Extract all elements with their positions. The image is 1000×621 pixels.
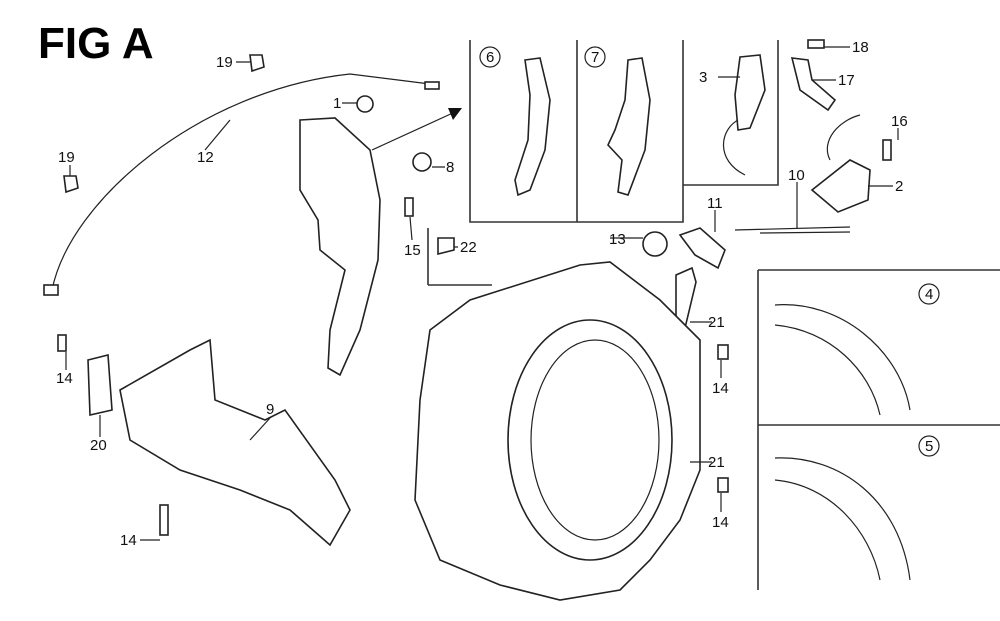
bolt-16: [882, 139, 892, 161]
callout-4: 4: [925, 286, 933, 303]
grommet-1: [356, 95, 374, 113]
callout-18: 18: [852, 39, 869, 56]
callout-15: 15: [404, 242, 421, 259]
callout-19: 19: [58, 149, 75, 166]
bolt-14: [717, 344, 729, 360]
cable-terminal: [43, 284, 59, 296]
callout-16: 16: [891, 113, 908, 130]
callout-7: 7: [591, 49, 599, 66]
detail-5-view: [774, 457, 911, 581]
fan-shroud: [414, 261, 701, 601]
callout-17: 17: [838, 72, 855, 89]
bolt-14: [717, 477, 729, 493]
callout-21: 21: [708, 314, 725, 331]
callout-1: 1: [333, 95, 341, 112]
callout-22: 22: [460, 239, 477, 256]
module-2: [810, 159, 871, 213]
callout-5: 5: [925, 438, 933, 455]
callout-labels: 19 1 12 19 8 15 22 6 7 3 18 17 16 2 10 1…: [56, 39, 933, 549]
callout-14: 14: [712, 380, 729, 397]
leader-lines: [65, 46, 899, 541]
detail-4-view: [774, 304, 911, 416]
callout-2: 2: [895, 178, 903, 195]
callout-11: 11: [707, 195, 723, 212]
grommet-13: [642, 231, 668, 257]
coil-3: [734, 54, 766, 131]
cable-12: [43, 73, 440, 296]
callout-13: 13: [609, 231, 626, 248]
callout-6: 6: [486, 49, 494, 66]
bolt-14: [159, 504, 169, 536]
callout-3: 3: [699, 69, 707, 86]
air-guide-9: [119, 338, 351, 547]
bracket-6: [514, 57, 551, 197]
clip-19: [63, 175, 79, 194]
callout-20: 20: [90, 437, 107, 454]
detail-arrow: [371, 111, 456, 151]
detail-box-22: [427, 228, 492, 286]
detail-box-6-7-3: [469, 40, 779, 223]
bracket-7: [607, 57, 651, 196]
bracket-17: [790, 57, 837, 112]
callout-8: 8: [446, 159, 454, 176]
detail-box-4-5: [757, 269, 1000, 590]
callout-14: 14: [56, 370, 73, 387]
bolt-18: [807, 39, 825, 49]
clip-19: [249, 54, 265, 73]
wire-10: [734, 226, 851, 234]
callout-21: 21: [708, 454, 725, 471]
nut-8: [412, 152, 432, 172]
callout-9: 9: [266, 401, 274, 418]
callout-14: 14: [120, 532, 137, 549]
callout-14: 14: [712, 514, 729, 531]
shroud-plate: [299, 117, 381, 377]
callout-10: 10: [788, 167, 805, 184]
bolt-14: [57, 334, 67, 352]
clip-22: [437, 237, 455, 256]
bolt-15: [404, 197, 414, 217]
switch-11: [678, 227, 726, 270]
callout-12: 12: [197, 149, 214, 166]
callout-19: 19: [216, 54, 233, 71]
bracket-20: [87, 353, 113, 416]
figure-title: FIG A: [38, 19, 154, 68]
